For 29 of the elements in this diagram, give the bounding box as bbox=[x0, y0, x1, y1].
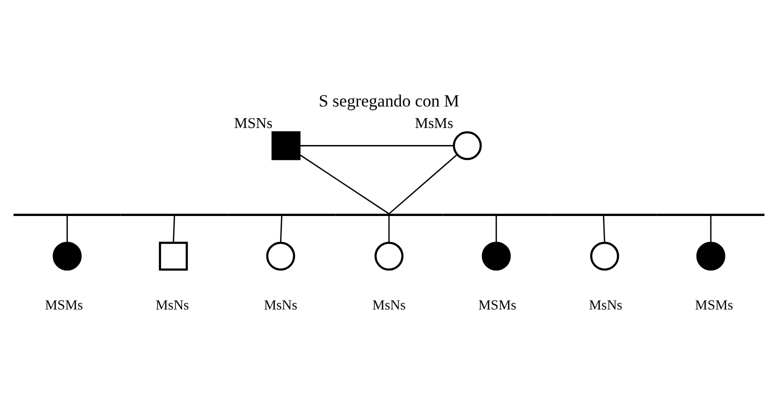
node-label: MSMs bbox=[478, 298, 516, 314]
node-label: MSNs bbox=[234, 116, 272, 132]
node-circle bbox=[696, 242, 726, 271]
diagram-title: S segregando con M bbox=[318, 91, 460, 110]
connector bbox=[280, 216, 282, 243]
connector bbox=[299, 145, 454, 146]
connector bbox=[388, 216, 390, 243]
node-label: MsNs bbox=[589, 298, 622, 314]
connector bbox=[172, 216, 176, 243]
node-label: MSMs bbox=[695, 298, 734, 314]
node-label: MsNs bbox=[372, 298, 406, 314]
node-circle bbox=[590, 242, 620, 271]
connector bbox=[710, 216, 712, 243]
connector bbox=[299, 154, 390, 214]
connector bbox=[66, 216, 68, 243]
node-circle bbox=[266, 242, 296, 271]
node-label: MsMs bbox=[414, 116, 454, 132]
node-label: MsNs bbox=[264, 298, 298, 314]
node-circle bbox=[52, 242, 82, 271]
connector bbox=[602, 216, 606, 243]
node-label: MSMs bbox=[44, 298, 83, 314]
connector bbox=[496, 216, 497, 243]
node-circle bbox=[452, 131, 482, 160]
node-circle bbox=[482, 242, 511, 271]
node-box bbox=[272, 131, 300, 160]
node-label: MsNs bbox=[156, 298, 189, 314]
connector bbox=[388, 154, 458, 214]
node-box bbox=[158, 242, 188, 271]
node-circle bbox=[374, 242, 404, 271]
